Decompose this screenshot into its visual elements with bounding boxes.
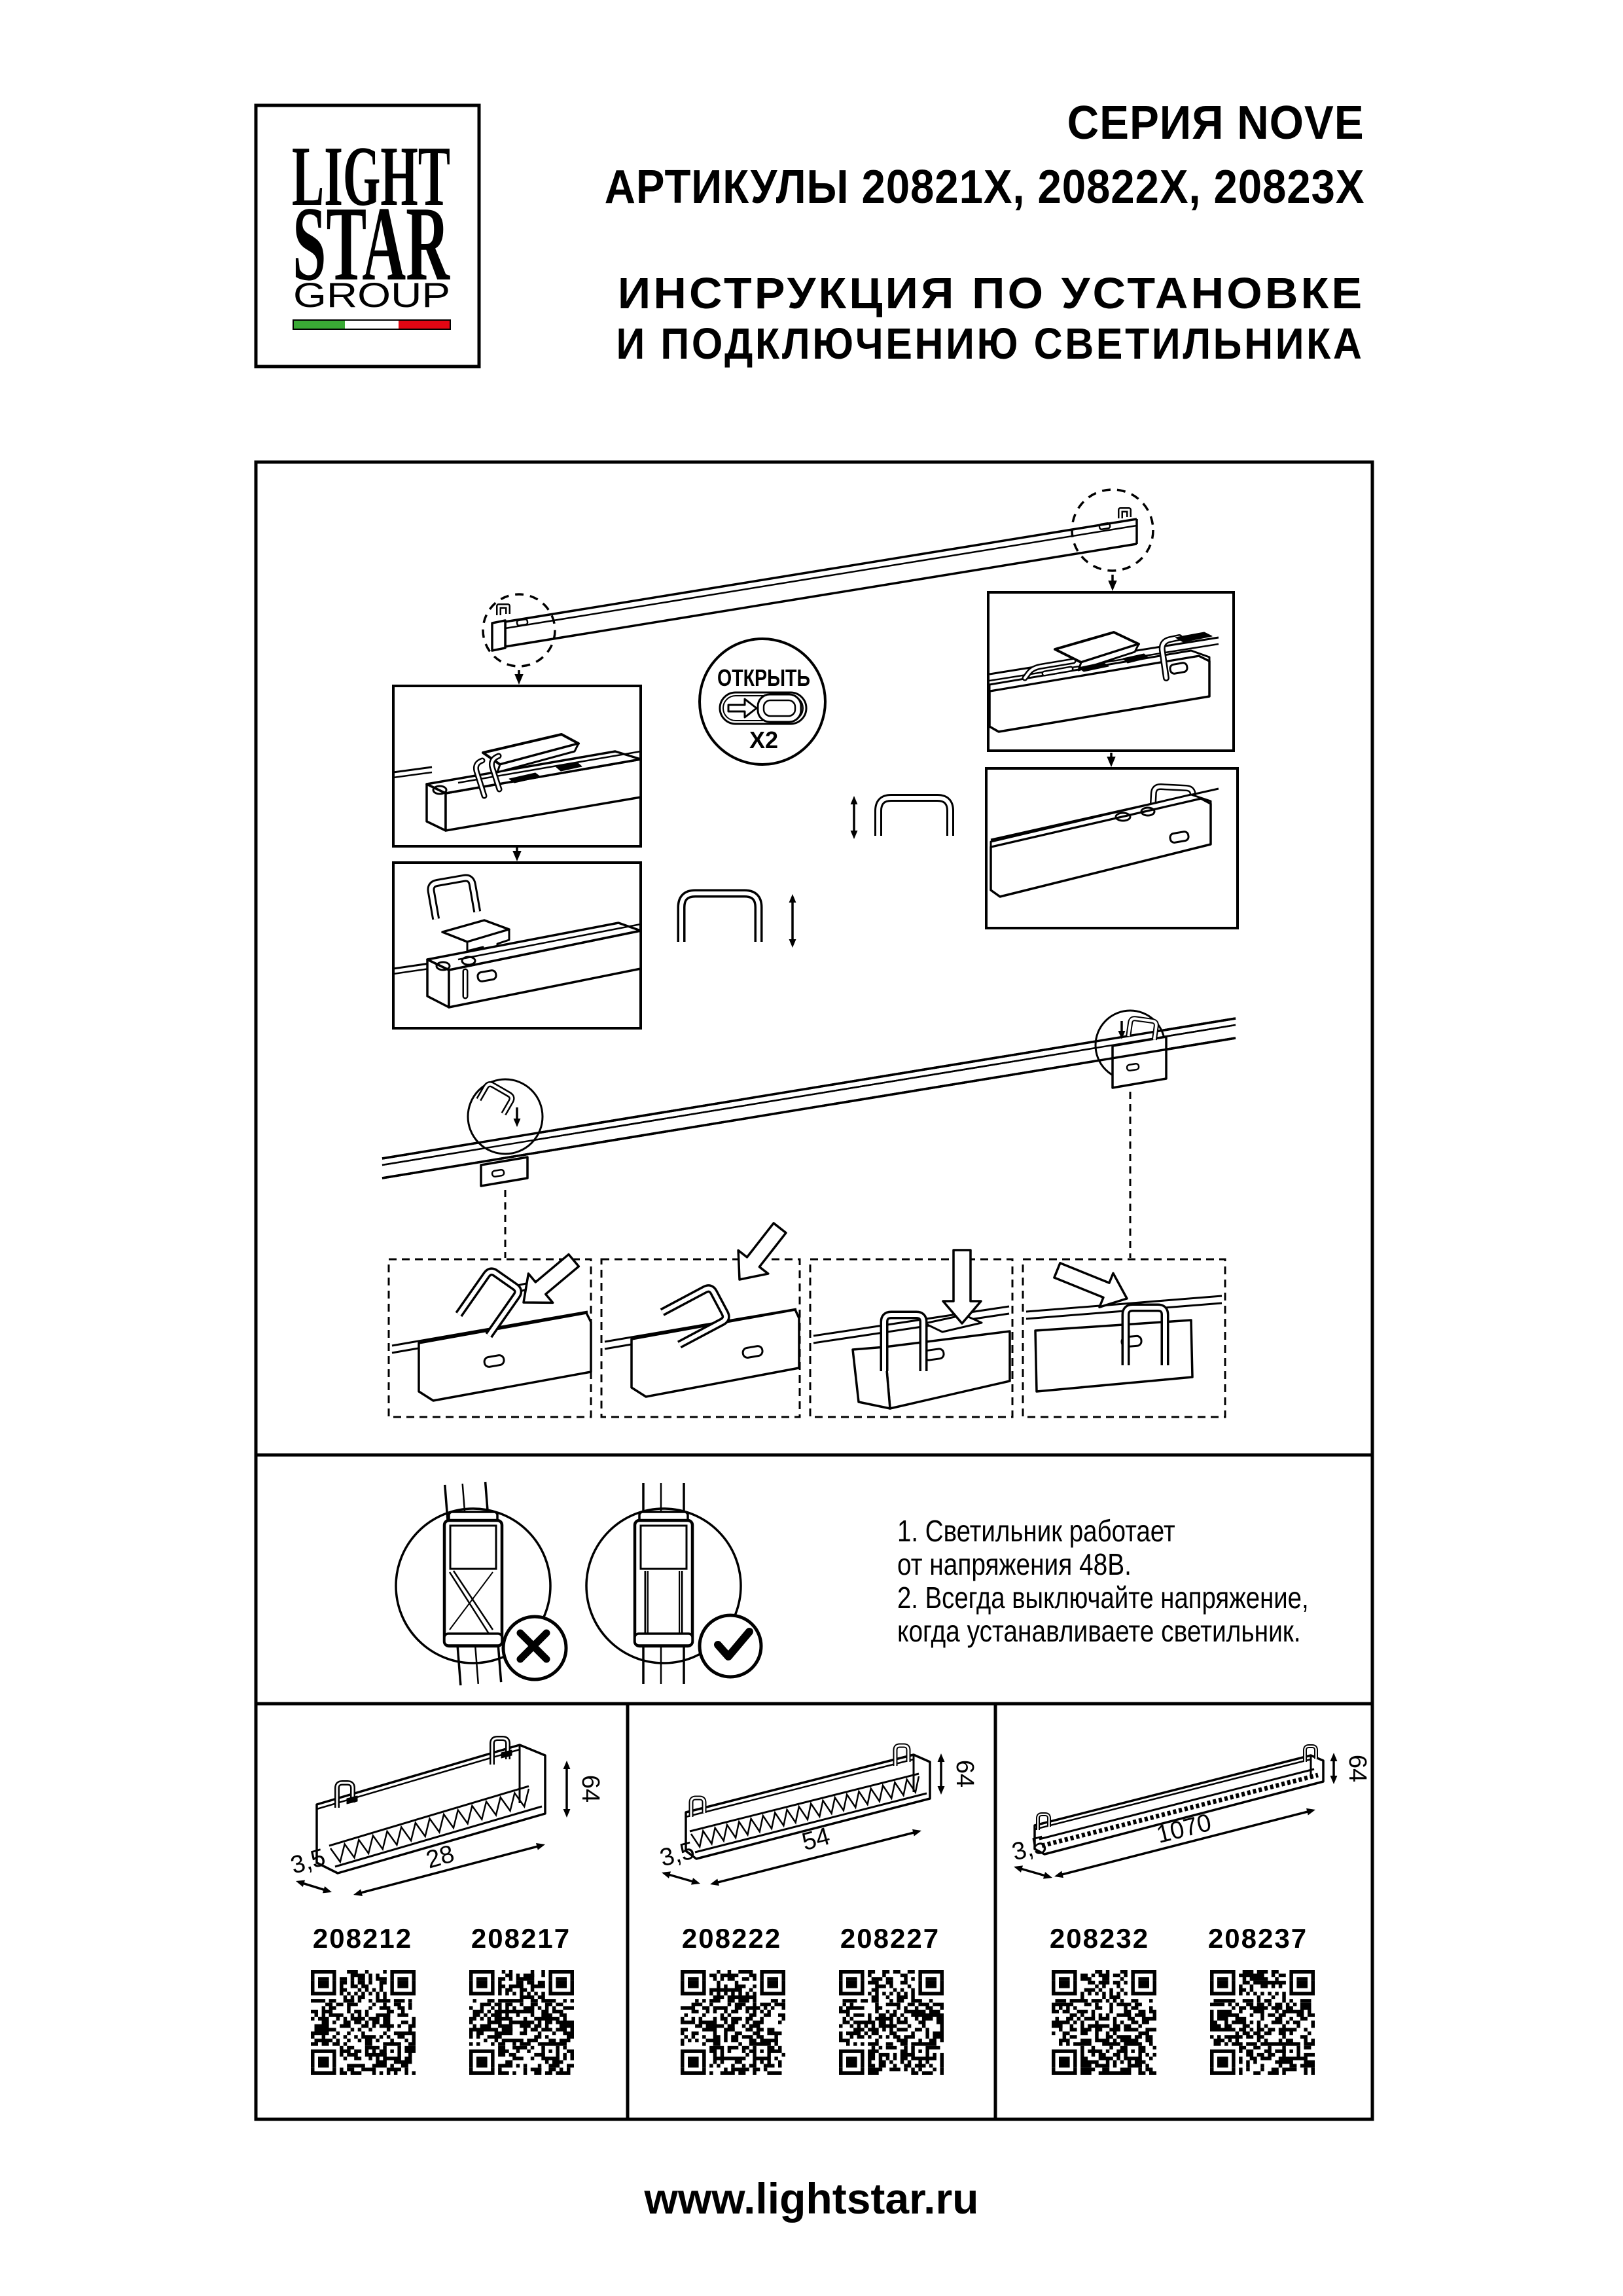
svg-text:3,5: 3,5 [288, 1844, 329, 1880]
svg-text:64: 64 [951, 1760, 978, 1787]
svg-text:64: 64 [577, 1775, 604, 1803]
svg-text:64: 64 [1344, 1755, 1371, 1782]
svg-text:3,5: 3,5 [1009, 1831, 1050, 1866]
svg-text:3,5: 3,5 [657, 1837, 698, 1872]
svg-text:GROUP: GROUP [293, 276, 450, 315]
svg-text:LIGHT: LIGHT [292, 129, 450, 224]
svg-text:STAR: STAR [293, 185, 450, 303]
svg-text:X2: X2 [749, 726, 778, 753]
svg-text:ОТКРЫТЬ: ОТКРЫТЬ [717, 664, 810, 691]
